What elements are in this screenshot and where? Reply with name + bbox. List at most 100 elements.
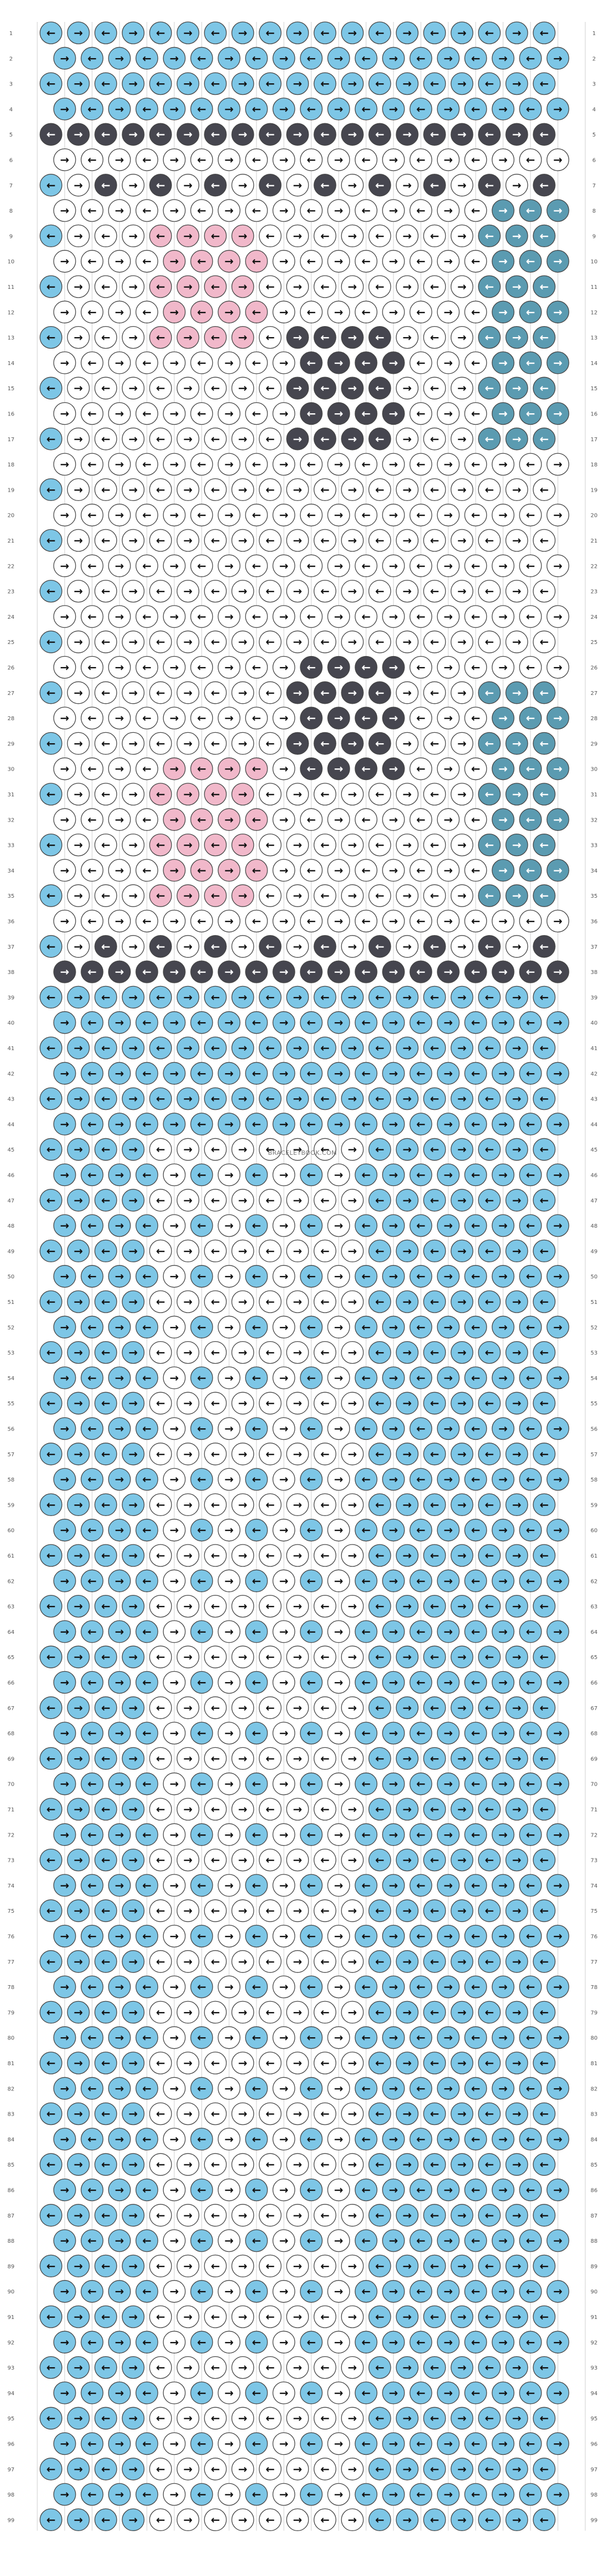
knot-direction-arrow: → [512,229,522,242]
row-number-right: 35 [591,893,598,899]
knot-direction-arrow: → [403,990,412,1004]
knot-direction-arrow: ← [211,1447,220,1461]
knot: → [286,2458,309,2481]
knot: ← [355,148,378,172]
knot: → [286,1138,309,1161]
knot: → [176,1036,199,1059]
row-number-right: 93 [591,2366,598,2372]
knot: ← [259,732,282,755]
knot-direction-arrow: ← [485,990,494,1004]
knot-direction-arrow: ← [471,255,481,268]
knot-direction-arrow: ← [485,635,494,648]
knot-direction-arrow: ← [156,1904,165,1917]
knot-direction-arrow: → [458,483,467,496]
knot-direction-arrow: → [129,2056,138,2070]
knot-direction-arrow: ← [485,179,494,192]
knot-direction-arrow: → [170,2437,179,2450]
knot-direction-arrow: ← [47,2056,56,2070]
knot: ← [300,2280,323,2303]
knot: → [67,1036,90,1059]
knot-direction-arrow: ← [485,1295,494,1308]
knot-direction-arrow: ← [211,1904,220,1917]
knot: ← [464,1417,487,1440]
knot: → [382,1315,405,1338]
knot: ← [464,148,487,172]
knot: → [176,428,199,451]
knot-direction-arrow: → [225,1930,234,1943]
knot: → [231,1594,254,1618]
knot: → [327,808,350,831]
knot: ← [190,554,213,577]
knot: ← [355,960,378,983]
knot-direction-arrow: → [225,610,234,623]
knot: → [327,1823,350,1846]
knot: ← [355,1113,378,1136]
knot-direction-arrow: ← [526,2386,535,2400]
knot: → [450,2001,473,2024]
knot-direction-arrow: → [74,788,83,801]
knot: ← [149,579,172,603]
knot: ← [190,1366,213,1389]
knot: → [272,504,295,527]
knot: → [546,453,569,476]
knot: ← [94,428,117,451]
knot-direction-arrow: → [403,483,412,496]
knot-direction-arrow: → [225,2285,234,2298]
row-number-left: 60 [8,1528,15,1534]
knot: ← [135,98,158,121]
knot: → [231,2508,254,2532]
knot: ← [313,2458,336,2481]
knot: ← [533,21,556,44]
knot: ← [39,428,62,451]
knot: → [108,2483,131,2506]
knot: → [272,1163,295,1187]
knot: ← [204,275,227,298]
knot-direction-arrow: → [184,737,193,750]
knot: ← [478,1645,501,1668]
knot: → [492,1823,515,1846]
knot-direction-arrow: → [225,1270,234,1283]
knot: ← [94,884,117,907]
knot: → [176,326,199,349]
knot: → [176,123,199,146]
knot: ← [313,1493,336,1517]
knot-direction-arrow: → [238,2259,248,2272]
knot: → [122,2407,145,2430]
knot-direction-arrow: ← [197,1371,207,1384]
knot: ← [204,2153,227,2176]
knot-direction-arrow: → [389,1422,398,1435]
knot-direction-arrow: → [238,839,248,852]
knot-direction-arrow: ← [321,534,330,547]
knot-direction-arrow: → [458,1447,467,1461]
knot: ← [135,2026,158,2049]
knot: ← [423,1087,446,1110]
knot: ← [423,833,446,857]
knot: ← [423,2458,446,2481]
row-number-left: 16 [8,412,15,418]
knot: → [122,1189,145,1212]
knot-direction-arrow: → [512,1498,522,1511]
knot-direction-arrow: → [184,77,193,90]
knot-direction-arrow: ← [101,1650,111,1663]
row-number-right: 38 [591,970,598,976]
knot-direction-arrow: → [444,762,453,776]
knot: → [108,1620,131,1643]
knot-direction-arrow: ← [101,2056,111,2070]
knot: → [450,985,473,1009]
knot: → [53,2229,76,2252]
row-number-right: 58 [591,1477,598,1483]
knot: ← [464,1163,487,1187]
knot: ← [39,72,62,95]
knot-direction-arrow: → [334,1371,344,1384]
knot-direction-arrow: ← [307,2335,316,2349]
knot-direction-arrow: ← [430,2463,440,2476]
knot: → [218,1011,241,1034]
knot-direction-arrow: ← [156,2107,165,2121]
knot: → [218,504,241,527]
knot: → [396,2204,419,2227]
knot-direction-arrow: → [334,1980,344,1993]
knot-direction-arrow: → [129,77,138,90]
knot: ← [423,1798,446,1821]
knot-direction-arrow: → [334,813,344,826]
knot: → [505,2356,528,2379]
